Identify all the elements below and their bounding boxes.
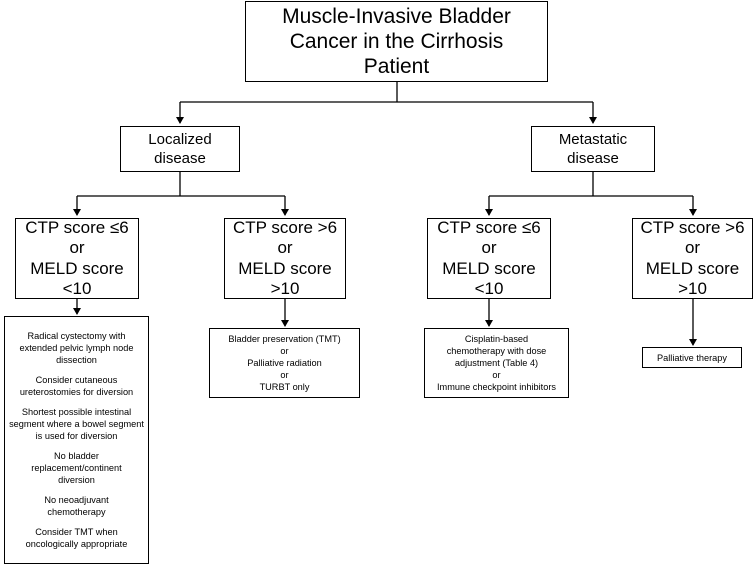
localized-disease-box: Localized disease [120,126,240,172]
meld-line: MELD score [442,258,536,278]
treatment-item: Consider cutaneous ureterostomies for di… [19,375,134,397]
treatment-line: or [280,370,289,380]
treatment-line: or [280,346,289,356]
metastatic-high-treatment-box: Palliative therapy [642,347,742,368]
treatment-line: TURBT only [259,382,310,392]
localized-line-2: disease [154,150,206,167]
root-box: Muscle-Invasive Bladder Cancer in the Ci… [245,1,548,82]
root-line-1: Muscle-Invasive Bladder [282,5,511,28]
meld-line: MELD score [238,258,332,278]
treatment-line: Immune checkpoint inhibitors [437,382,556,392]
threshold-line: <10 [474,279,504,298]
treatment-line: adjustment (Table 4) [454,358,539,368]
ctp-line: CTP score ≤6 [25,217,129,237]
metastatic-low-treatment-box: Cisplatin-based chemotherapy with dose a… [424,328,569,398]
treatment-item: No neoadjuvant chemotherapy [44,495,109,517]
treatment-item: Consider TMT when oncologically appropri… [25,527,128,549]
meld-line: MELD score [30,258,124,278]
localized-line-1: Localized [148,131,212,148]
root-line-2: Cancer in the Cirrhosis [289,30,504,53]
ctp-line: CTP score >6 [640,217,745,237]
metastatic-ctp-high-box: CTP score >6 or MELD score >10 [632,218,753,299]
metastatic-line-1: Metastatic [558,131,628,148]
metastatic-line-2: disease [567,150,619,167]
meld-line: MELD score [645,258,740,278]
ctp-line: CTP score ≤6 [437,217,541,237]
treatment-line: Palliative therapy [657,352,727,363]
ctp-line: CTP score >6 [232,217,338,237]
localized-ctp-low-box: CTP score ≤6 or MELD score <10 [15,218,139,299]
treatment-line: Palliative radiation [247,358,322,368]
treatment-item: No bladder replacement/continent diversi… [31,451,122,485]
root-line-3: Patient [363,55,430,78]
metastatic-ctp-low-box: CTP score ≤6 or MELD score <10 [427,218,551,299]
or-line: or [69,238,85,257]
or-line: or [277,238,293,257]
threshold-line: >10 [678,279,707,298]
or-line: or [684,238,701,257]
treatment-line: Cisplatin-based [464,334,529,344]
or-line: or [481,238,497,257]
localized-high-treatment-box: Bladder preservation (TMT) or Palliative… [209,328,360,398]
threshold-line: <10 [62,279,92,298]
localized-low-treatment-box: Radical cystectomy with extended pelvic … [4,316,149,564]
treatment-item: Radical cystectomy with extended pelvic … [19,331,134,365]
treatment-line: or [492,370,501,380]
treatment-item: Shortest possible intestinal segment whe… [9,407,144,441]
metastatic-disease-box: Metastatic disease [531,126,655,172]
treatment-line: chemotherapy with dose [446,346,547,356]
localized-ctp-high-box: CTP score >6 or MELD score >10 [224,218,346,299]
treatment-line: Bladder preservation (TMT) [228,334,341,344]
threshold-line: >10 [270,279,300,298]
